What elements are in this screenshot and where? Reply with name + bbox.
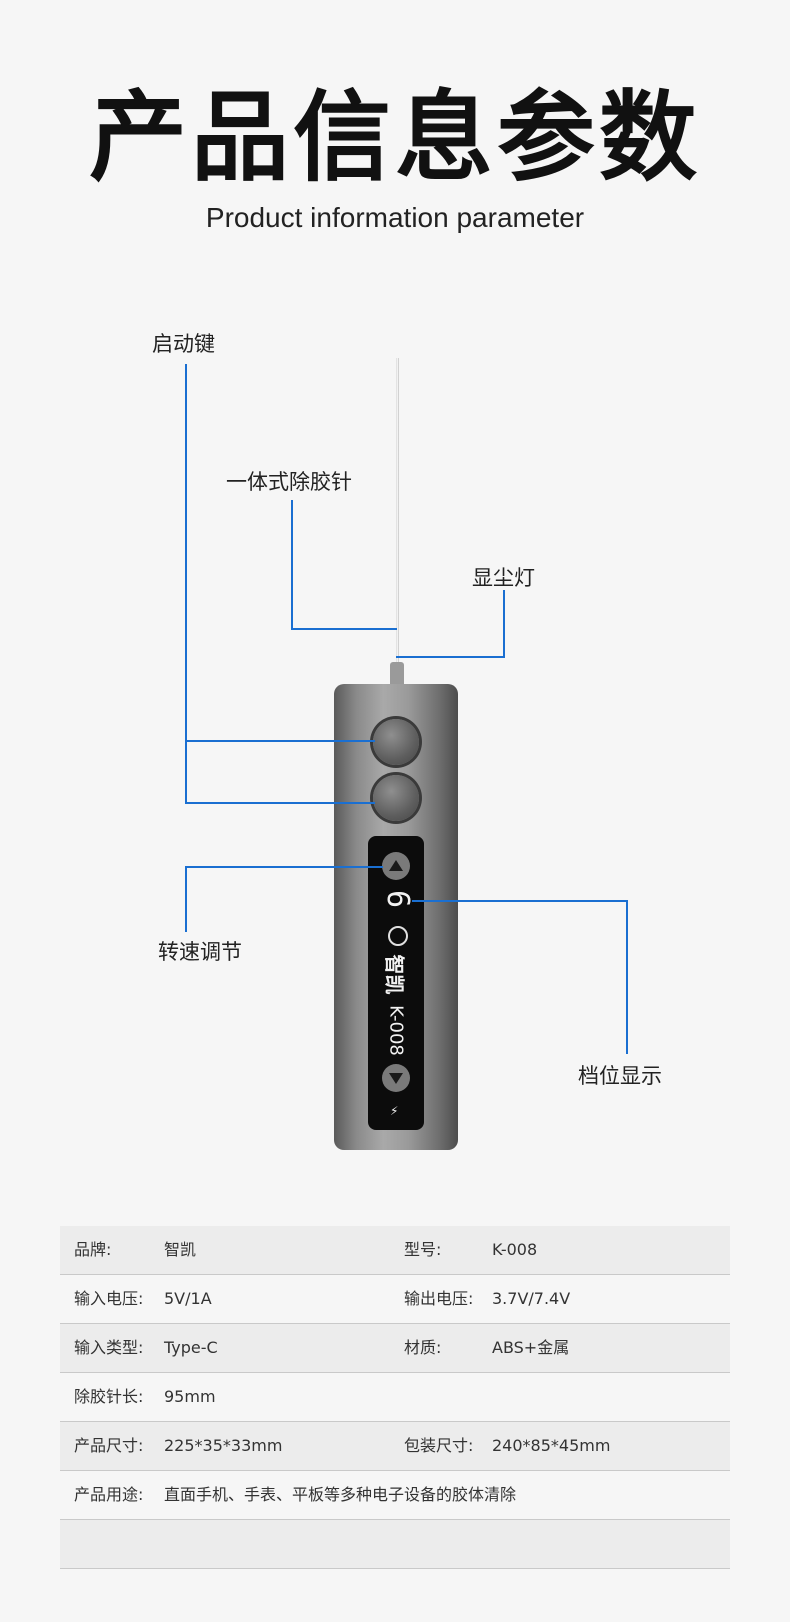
needle-line-horizontal xyxy=(291,628,397,630)
spec-value: K-008 xyxy=(492,1240,538,1259)
callout-needle: 一体式除胶针 xyxy=(226,470,352,494)
dust-light-line-vertical xyxy=(503,590,505,658)
brand-name: 智凯 xyxy=(382,954,407,995)
speed-line-vertical xyxy=(185,866,187,932)
glue-removal-needle xyxy=(396,358,399,680)
spec-label: 除胶针长: xyxy=(74,1387,144,1406)
speed-up-icon xyxy=(382,852,410,880)
spec-label: 材质: xyxy=(404,1338,442,1357)
spec-label: 输入类型: xyxy=(74,1338,144,1357)
spec-label: 品牌: xyxy=(74,1240,112,1259)
spec-label: 输入电压: xyxy=(74,1289,144,1308)
speed-line-horizontal xyxy=(185,866,383,868)
spec-row: 产品尺寸: 225*35*33mm 包装尺寸: 240*85*45mm xyxy=(60,1422,730,1471)
spec-value: Type-C xyxy=(164,1338,218,1357)
dust-light-line-horizontal xyxy=(396,656,505,658)
spec-value: 直面手机、手表、平板等多种电子设备的胶体清除 xyxy=(164,1485,517,1504)
spec-label: 型号: xyxy=(404,1240,442,1259)
callout-dust-light: 显尘灯 xyxy=(472,566,535,590)
spec-label: 产品尺寸: xyxy=(74,1436,144,1455)
speed-down-icon xyxy=(382,1064,410,1092)
spec-label: 输出电压: xyxy=(404,1289,474,1308)
brand-logo-icon xyxy=(388,926,408,946)
spec-row: 除胶针长: 95mm xyxy=(60,1373,730,1422)
spec-row: 品牌: 智凯 型号: K-008 xyxy=(60,1226,730,1275)
callout-gear-display: 档位显示 xyxy=(578,1064,662,1088)
spec-value: 225*35*33mm xyxy=(164,1436,283,1455)
gear-digit: 6 xyxy=(380,889,415,909)
start-key-line-bottom xyxy=(185,802,375,804)
start-button-bottom xyxy=(373,775,419,821)
spec-table: 品牌: 智凯 型号: K-008 输入电压: 5V/1A 输出电压: 3.7V/… xyxy=(60,1226,730,1569)
spec-row xyxy=(60,1520,730,1569)
gear-line-vertical xyxy=(626,900,628,1054)
start-key-line-vertical xyxy=(185,364,187,804)
start-key-line-top xyxy=(185,740,375,742)
spec-value: 5V/1A xyxy=(164,1289,212,1308)
gear-line-horizontal xyxy=(412,900,628,902)
spec-value: 3.7V/7.4V xyxy=(492,1289,571,1308)
spec-label: 包装尺寸: xyxy=(404,1436,474,1455)
spec-value: 智凯 xyxy=(164,1240,197,1259)
spec-label: 产品用途: xyxy=(74,1485,144,1504)
start-button-top xyxy=(373,719,419,765)
needle-line-vertical xyxy=(291,500,293,630)
spec-value: 95mm xyxy=(164,1387,216,1406)
model-label: K-008 xyxy=(385,1005,407,1056)
callout-speed: 转速调节 xyxy=(158,940,242,964)
spec-value: 240*85*45mm xyxy=(492,1436,611,1455)
dust-light xyxy=(390,662,404,684)
page-title: 产品信息参数 xyxy=(88,81,701,195)
spec-row: 输入电压: 5V/1A 输出电压: 3.7V/7.4V xyxy=(60,1275,730,1324)
battery-icon: ⚡ xyxy=(390,1104,399,1118)
spec-value: ABS+金属 xyxy=(492,1338,570,1357)
callout-start-key: 启动键 xyxy=(152,332,215,356)
page-subtitle: Product information parameter xyxy=(205,202,585,233)
spec-row: 产品用途: 直面手机、手表、平板等多种电子设备的胶体清除 xyxy=(60,1471,730,1520)
spec-row: 输入类型: Type-C 材质: ABS+金属 xyxy=(60,1324,730,1373)
